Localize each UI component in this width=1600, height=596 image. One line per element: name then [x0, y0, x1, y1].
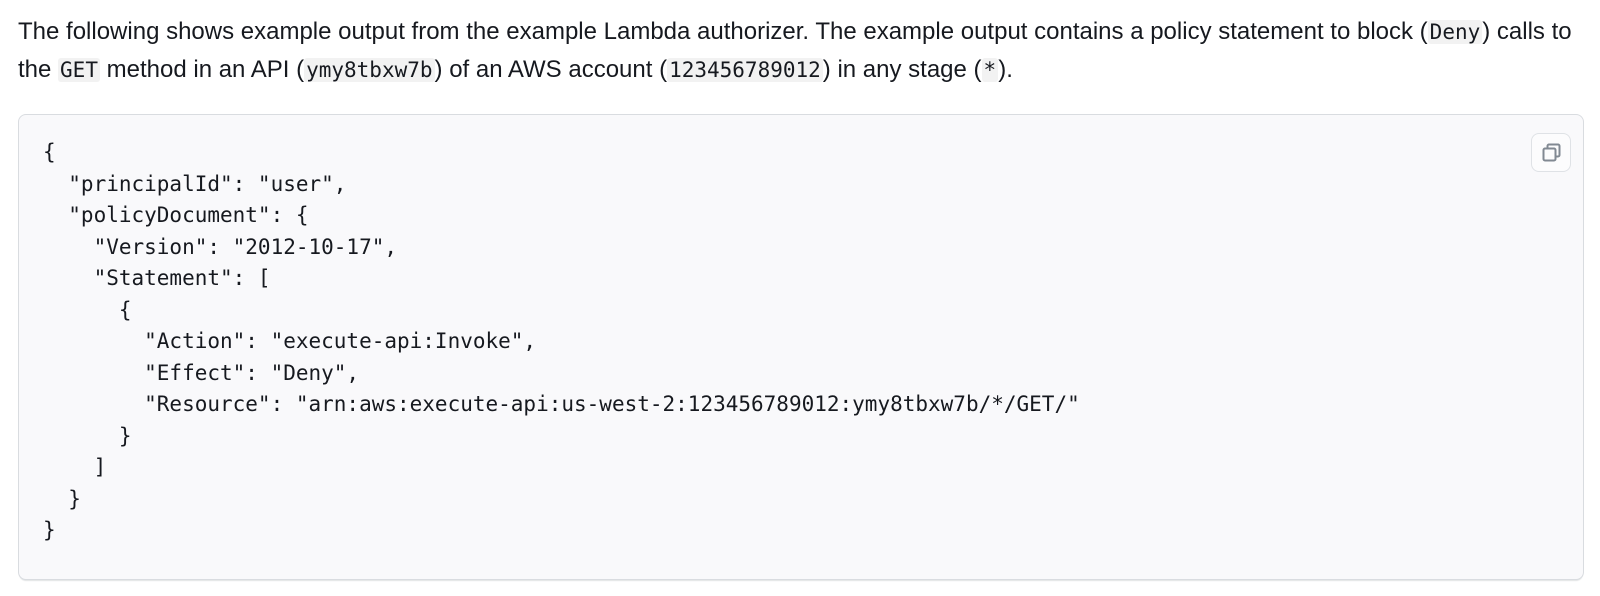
inline-code-api-id: ymy8tbxw7b: [304, 58, 435, 82]
inline-code-wildcard: *: [981, 58, 999, 82]
code-block: { "principalId": "user", "policyDocument…: [18, 114, 1584, 580]
doc-page: The following shows example output from …: [18, 13, 1584, 580]
inline-code-get: GET: [58, 58, 100, 82]
code-content: { "principalId": "user", "policyDocument…: [43, 140, 1080, 542]
paragraph-text: The following shows example output from …: [18, 18, 1428, 45]
paragraph-text: method in an API (: [99, 56, 305, 83]
intro-paragraph: The following shows example output from …: [18, 13, 1574, 89]
paragraph-text: ) calls to the: [18, 18, 1572, 83]
paragraph-text: ) of an AWS account (: [434, 56, 668, 83]
paragraph-text: ).: [998, 56, 1013, 83]
paragraph-text: ) in any stage (: [822, 56, 982, 83]
inline-code-account-id: 123456789012: [667, 58, 823, 82]
copy-icon: [1541, 142, 1562, 163]
copy-button[interactable]: [1531, 133, 1571, 172]
inline-code-deny: Deny: [1427, 20, 1483, 44]
